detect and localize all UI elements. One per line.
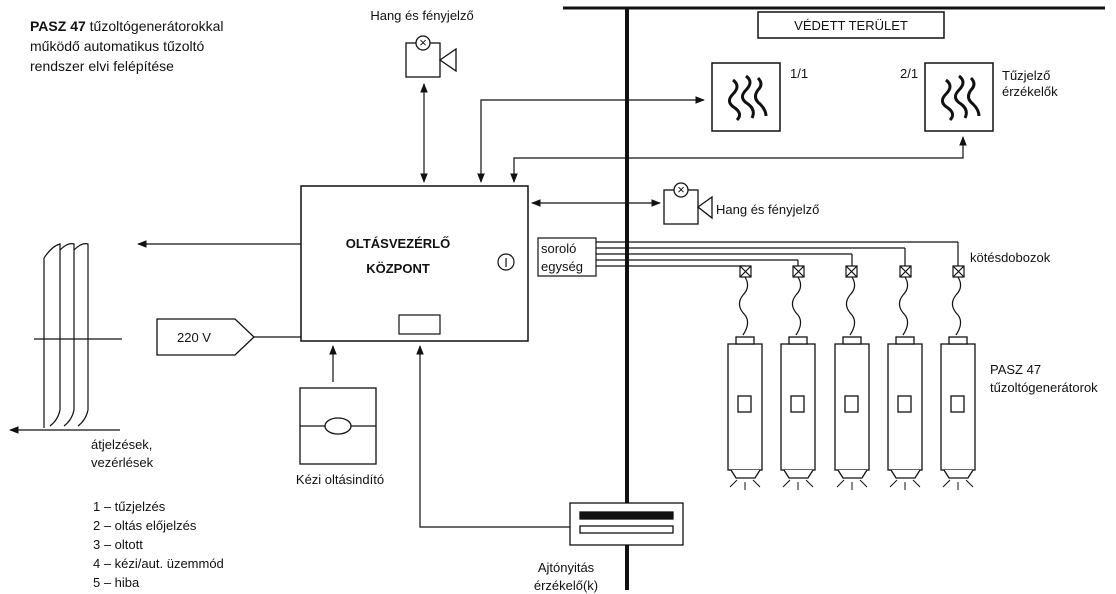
signals-label-line1: átjelzések,	[91, 437, 152, 452]
diagram-title: PASZ 47 tűzoltógenerátorokkal működő aut…	[30, 16, 290, 76]
detector-2-icon	[924, 62, 994, 132]
title-line2: működő automatikus tűzoltó	[30, 38, 205, 54]
power-label: 220 V	[177, 330, 211, 345]
generator-cables	[738, 276, 962, 336]
generator-wiring	[596, 241, 959, 267]
indicator-text: I	[504, 255, 508, 270]
door-sensor-link	[416, 345, 570, 528]
generator-unit	[727, 336, 976, 479]
control-central: OLTÁSVEZÉRLŐ KÖZPONT I	[300, 185, 529, 342]
generators-label-line2: tűzoltógenerátorok	[990, 380, 1098, 395]
detector-1-icon	[711, 62, 781, 132]
indicator-icon	[497, 253, 515, 271]
legend-item: 4 – kézi/aut. üzemmód	[93, 556, 224, 571]
legend-item: 5 – hiba	[93, 575, 140, 590]
detectors-label-line2: érzékelők	[1002, 84, 1058, 99]
door-sensor-line1: Ajtónyitás	[538, 560, 595, 575]
detectors-label-line1: Tűzjelző	[1002, 68, 1050, 83]
protected-area-label: VÉDETT TERÜLET	[757, 11, 945, 39]
protected-area-text: VÉDETT TERÜLET	[794, 18, 908, 33]
detector-1-label: 1/1	[790, 66, 808, 81]
manual-start-label: Kézi oltásindító	[296, 472, 384, 487]
sorting-line1: soroló	[541, 241, 576, 256]
alarm-right-label: Hang és fényjelző	[716, 202, 819, 217]
door-sensor-icon	[569, 502, 684, 546]
manual-start-icon	[299, 387, 377, 465]
door-sensor-line2: érzékelő(k)	[534, 578, 598, 593]
detector-2-label: 2/1	[900, 66, 918, 81]
legend-item: 1 – tűzjelzés	[93, 499, 166, 514]
sorting-line2: egység	[541, 259, 583, 274]
central-line2: KÖZPONT	[366, 261, 430, 276]
title-bold: PASZ 47	[30, 18, 86, 34]
legend-item: 3 – oltott	[93, 537, 143, 552]
junction-boxes-label: kötésdobozok	[970, 250, 1051, 265]
title-line1-rest: tűzoltógenerátorokkal	[89, 18, 224, 34]
alarm-right-icon: ×	[663, 182, 713, 225]
signal-lines	[34, 243, 122, 428]
title-line3: rendszer elvi felépítése	[30, 58, 174, 74]
alarm-top-label: Hang és fényjelző	[370, 8, 473, 23]
svg-text:×: ×	[419, 35, 427, 50]
central-display	[398, 314, 441, 335]
signals-label-line2: vezérlések	[91, 455, 154, 470]
detector-2-link	[510, 136, 967, 183]
central-line1: OLTÁSVEZÉRLŐ	[346, 236, 450, 251]
junction-box	[739, 265, 965, 278]
generator-discharge	[729, 479, 974, 490]
svg-text:×: ×	[677, 182, 685, 197]
legend: 1 – tűzjelzés 2 – oltás előjelzés 3 – ol…	[93, 499, 224, 590]
power-supply: 220 V	[156, 318, 255, 356]
sorting-unit: soroló egység	[537, 237, 597, 277]
detector-1-link	[477, 96, 705, 183]
generators-label-line1: PASZ 47	[990, 362, 1041, 377]
legend-item: 2 – oltás előjelzés	[93, 518, 197, 533]
alarm-top-icon: ×	[405, 35, 457, 78]
